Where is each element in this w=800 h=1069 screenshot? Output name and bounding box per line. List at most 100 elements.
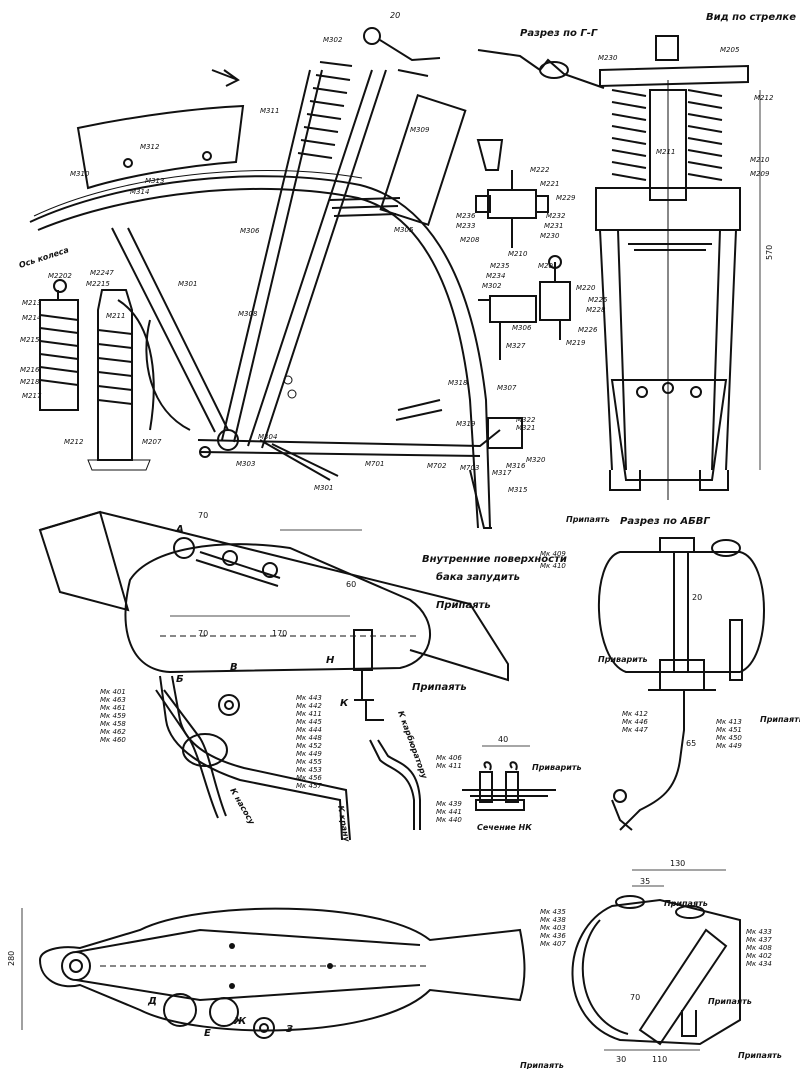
label-m217: М217 xyxy=(22,392,42,400)
label-m315: М315 xyxy=(508,486,528,494)
dim-130: 130 xyxy=(670,859,685,868)
to-carburetor-note: К карбюратору xyxy=(396,709,430,780)
tank-body xyxy=(124,543,432,674)
letter-E: Е xyxy=(204,1028,211,1039)
label-m225: М225 xyxy=(588,296,608,304)
dim-280: 280 xyxy=(7,951,16,966)
label-447: Мк 447 xyxy=(622,726,648,734)
label-433: Мк 433 xyxy=(746,928,772,936)
label-m319: М319 xyxy=(456,420,476,428)
label-m327: М327 xyxy=(506,342,526,350)
label-451: Мк 451 xyxy=(716,726,742,734)
label-m702: М702 xyxy=(427,462,447,470)
dim-35: 35 xyxy=(640,877,650,886)
label-m304: М304 xyxy=(258,433,277,441)
label-m210: М210 xyxy=(508,250,528,258)
label-m313: М313 xyxy=(145,177,164,185)
label-m218: М218 xyxy=(20,378,40,386)
section-abvg-labels: Мк 412 Мк 446 Мк 447 Мк 413 Мк 451 Мк 45… xyxy=(622,710,742,750)
label-m228: М228 xyxy=(586,306,606,314)
label-m205: М205 xyxy=(720,46,740,54)
label-m211: М211 xyxy=(106,312,125,320)
letter-D: Д xyxy=(147,996,157,1007)
label-443: Мк 443 xyxy=(296,694,322,702)
label-m312: М312 xyxy=(140,143,160,151)
oil-solder-top: Припаять xyxy=(664,899,708,908)
tap-solder-note: Припаять xyxy=(412,682,467,693)
label-m311: М311 xyxy=(260,107,279,115)
label-445: Мк 445 xyxy=(296,718,322,726)
label-m302-valve: М302 xyxy=(482,282,502,290)
label-m2202: М2202 xyxy=(48,272,72,280)
dim-30: 30 xyxy=(616,1055,626,1064)
label-m211b: М211 xyxy=(656,148,675,156)
letter-Z: З xyxy=(286,1024,293,1035)
label-456: Мк 456 xyxy=(296,774,322,782)
mudguard-stay xyxy=(111,227,229,433)
label-441: Мк 441 xyxy=(436,808,462,816)
section-nk: 40 Сечение НК Приварить xyxy=(462,735,582,832)
label-m307: М307 xyxy=(497,384,517,392)
section-abvg: Разрез по АБВГ Припаять 20 65 Приварить … xyxy=(566,515,800,831)
section-nk-title: Сечение НК xyxy=(477,823,532,832)
label-m230: М230 xyxy=(540,232,560,240)
fork-leg-right xyxy=(247,69,387,449)
dim-40: 40 xyxy=(498,735,508,744)
label-439: Мк 439 xyxy=(436,800,462,808)
fork-front-view: Вид по стрелке 570 xyxy=(595,12,796,500)
label-446: Мк 446 xyxy=(622,718,648,726)
label-459: Мк 459 xyxy=(100,712,126,720)
dim-65: 65 xyxy=(686,739,696,748)
label-403: Мк 403 xyxy=(540,924,566,932)
label-m306-valve: М306 xyxy=(512,324,532,332)
label-461: Мк 461 xyxy=(100,704,126,712)
letter-V: В xyxy=(230,662,238,673)
oil-solder-bottom: Припаять xyxy=(738,1051,782,1060)
label-m701: М701 xyxy=(365,460,384,468)
label-444: Мк 444 xyxy=(296,726,322,734)
label-438: Мк 438 xyxy=(540,916,566,924)
label-m320: М320 xyxy=(526,456,546,464)
label-m215: М215 xyxy=(20,336,40,344)
label-m236: М236 xyxy=(456,212,476,220)
label-m310: М310 xyxy=(70,170,90,178)
label-402: Мк 402 xyxy=(746,952,772,960)
label-m201: М201 xyxy=(538,262,557,270)
label-m233: М233 xyxy=(456,222,475,230)
label-437: Мк 437 xyxy=(746,936,772,944)
label-m322: М322 xyxy=(516,416,536,424)
label-m221: М221 xyxy=(540,180,559,188)
abvg-solder-right: Припаять xyxy=(760,715,800,724)
oil-tank-labels: Мк 435 Мк 438 Мк 403 Мк 436 Мк 407 Мк 43… xyxy=(540,908,772,968)
label-407: Мк 407 xyxy=(540,940,566,948)
fork-bottom-link xyxy=(197,429,501,457)
fuel-tank-side-view: 70 60 70 170 А Б В Н К Припаять Припаять… xyxy=(38,510,567,843)
label-m229: М229 xyxy=(556,194,576,202)
label-m212b: М212 xyxy=(754,94,774,102)
label-m235: М235 xyxy=(490,262,510,270)
label-m303: М303 xyxy=(236,460,255,468)
label-m2215: М2215 xyxy=(86,280,110,288)
label-m314: М314 xyxy=(130,188,149,196)
inner-surface-note-1: Внутренние поверхности xyxy=(422,554,567,565)
label-460: Мк 460 xyxy=(100,736,126,744)
dim-60: 60 xyxy=(346,580,356,589)
label-457: Мк 457 xyxy=(296,782,322,790)
valve-details: Разрез по Г-Г xyxy=(475,28,605,360)
shock-part-labels: М2202 М2247 М2215 М213 М214 М215 М216 М2… xyxy=(20,269,162,446)
section-nk-labels: Мк 406 Мк 411 Мк 439 Мк 441 Мк 440 xyxy=(436,754,462,824)
label-455: Мк 455 xyxy=(296,758,322,766)
label-453: Мк 453 xyxy=(296,766,322,774)
label-449: Мк 449 xyxy=(716,742,742,750)
front-fork-assembly xyxy=(29,27,523,529)
view-part-labels: М205 М212 М210 М209 М211 М230 xyxy=(598,46,774,178)
abvg-solder-note: Припаять xyxy=(566,515,610,524)
dim-570: 570 xyxy=(765,245,774,260)
number-plate xyxy=(76,104,245,190)
fuel-tank-top-view: 280 Д Е Ж З Припаять xyxy=(7,907,564,1069)
label-m207: М207 xyxy=(142,438,162,446)
inner-surface-note-2: бака запудить xyxy=(436,571,520,583)
label-m308: М308 xyxy=(238,310,258,318)
section-abvg-title: Разрез по АБВГ xyxy=(620,516,710,527)
label-m317: М317 xyxy=(492,469,512,477)
